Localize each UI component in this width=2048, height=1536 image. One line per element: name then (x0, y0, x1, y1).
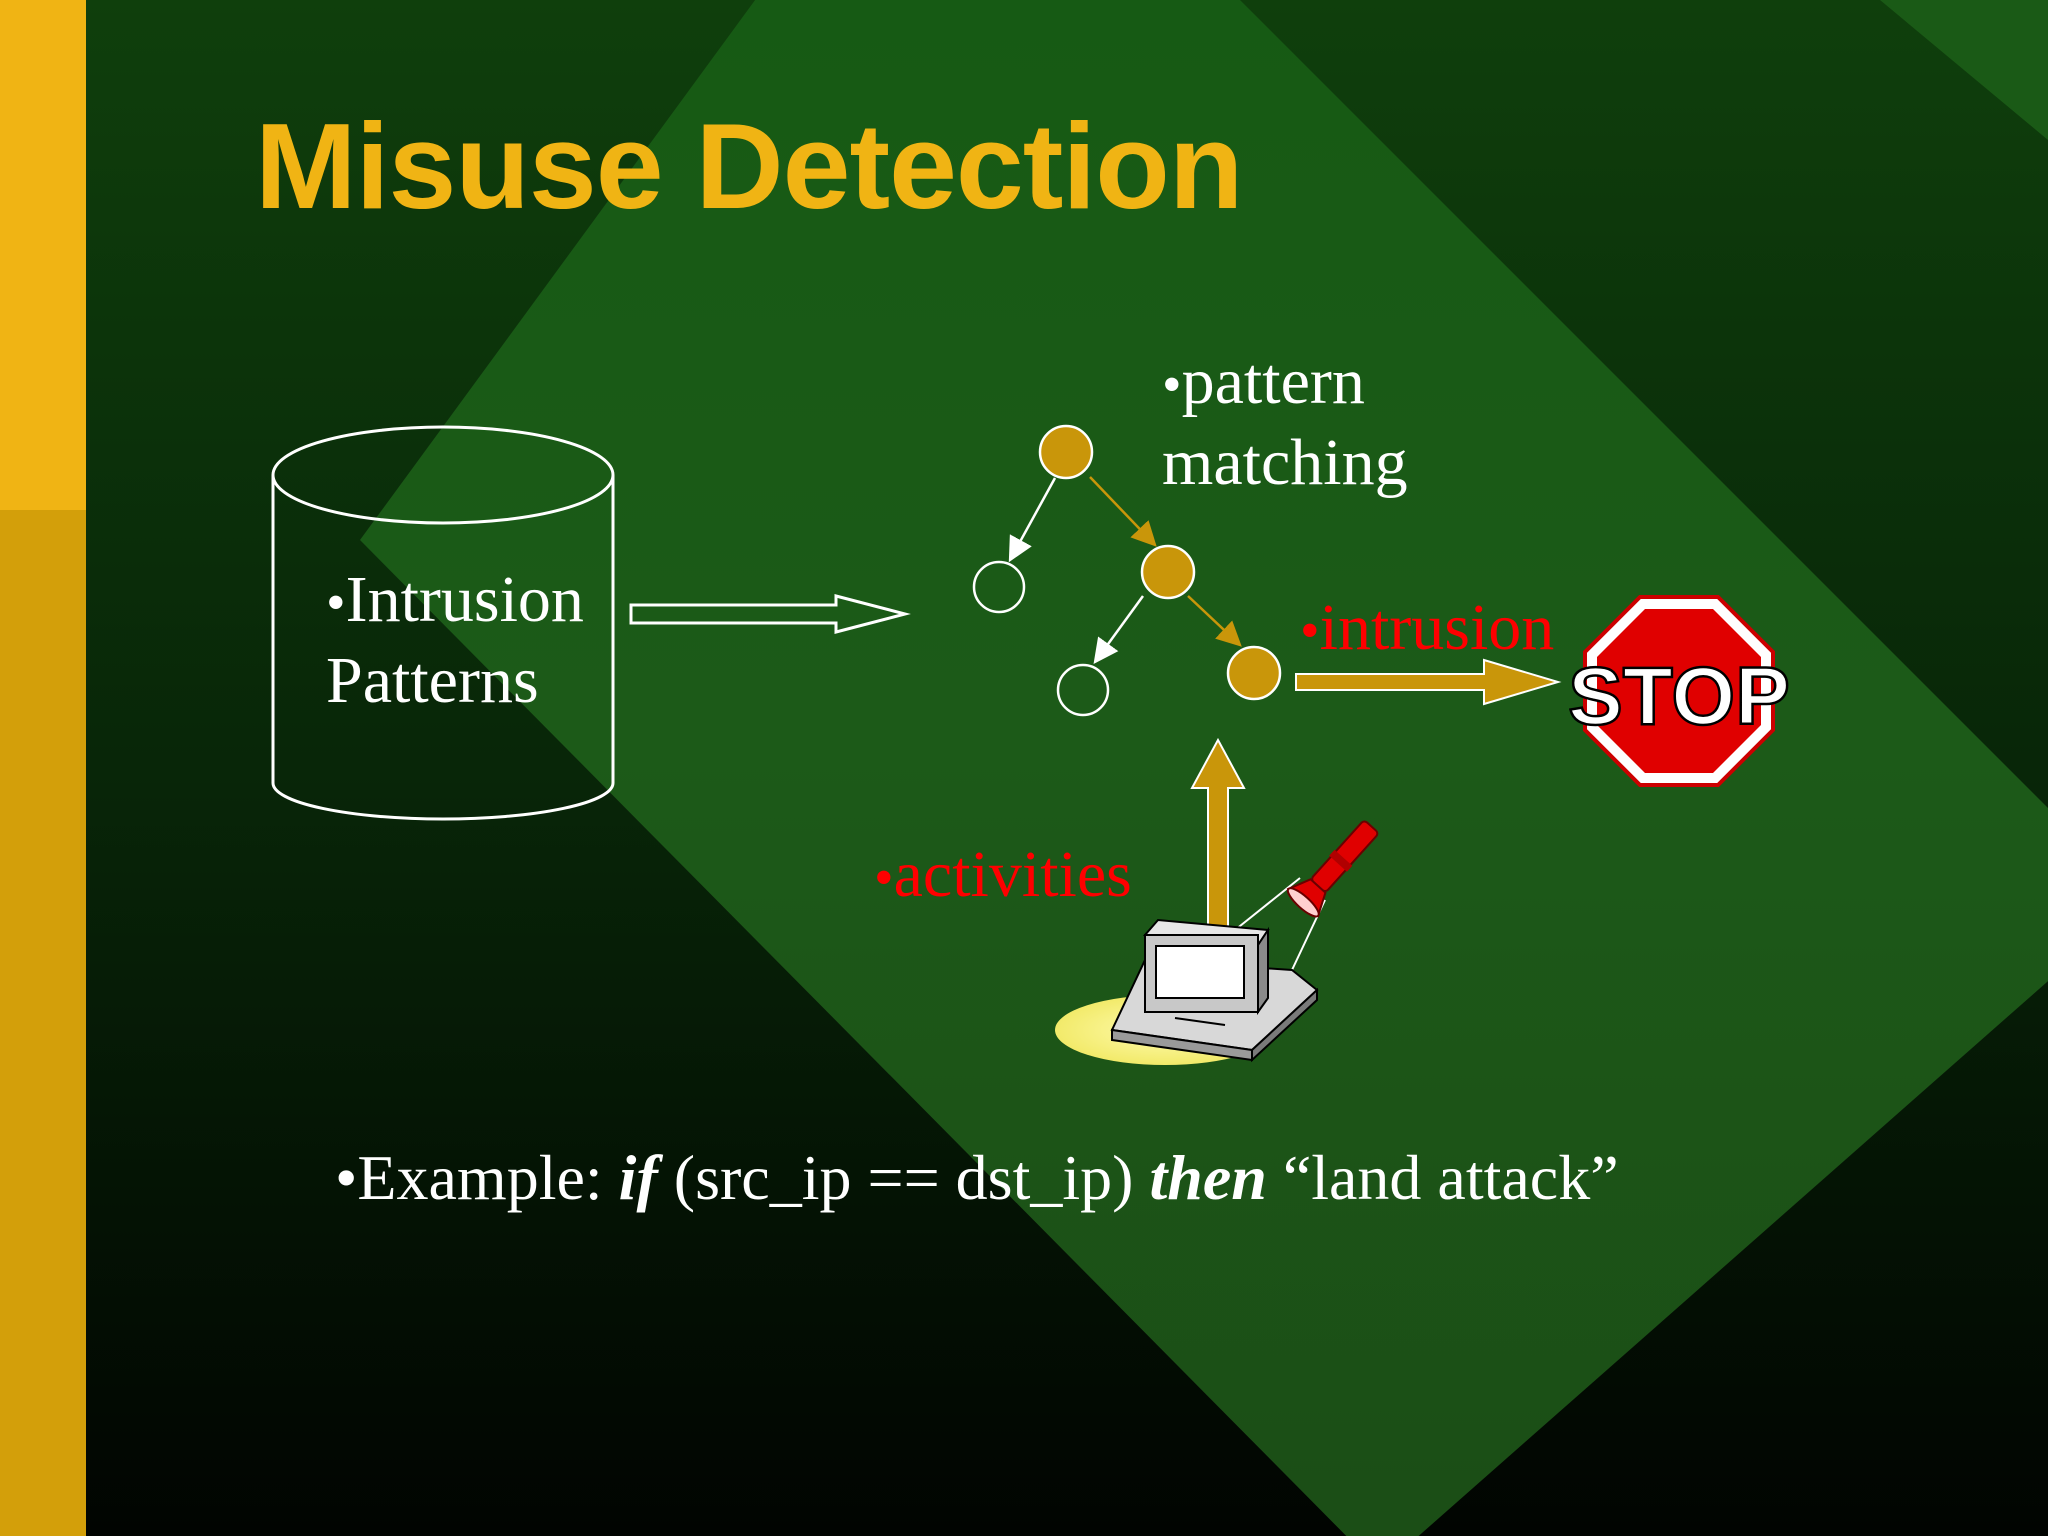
patterns-to-matcher-arrow (629, 594, 911, 634)
example-line: •Example: if (src_ip == dst_ip) then “la… (335, 1142, 1619, 1213)
keyword-then: then (1149, 1142, 1267, 1213)
intrusion-patterns-label: •Intrusion Patterns (326, 560, 584, 721)
keyword-if: if (618, 1142, 658, 1213)
tree-graph-icon (972, 424, 1282, 717)
tree-node (1056, 663, 1110, 717)
tree-edge (1008, 477, 1057, 563)
intrusion-text: intrusion (1319, 591, 1555, 664)
stop-sign-text: STOP (1568, 651, 1790, 742)
bullet: • (1162, 354, 1182, 416)
pattern-matching-label: •pattern matching (1162, 342, 1408, 503)
example-prefix: Example: (357, 1142, 619, 1213)
tree-edge-highlight (1089, 476, 1157, 547)
left-accent-bar-bottom (0, 510, 86, 1536)
tree-node-matched (1226, 645, 1282, 701)
example-condition: (src_ip == dst_ip) (657, 1142, 1150, 1213)
activities-text: activities (893, 838, 1132, 911)
flashlight-icon (1286, 820, 1379, 918)
bullet: • (1300, 600, 1320, 662)
pattern-matching-line1: pattern (1181, 345, 1365, 418)
pattern-matching-line2: matching (1162, 425, 1408, 499)
bullet: • (326, 572, 346, 634)
stop-sign-icon: STOP (1567, 595, 1791, 787)
bullet: • (335, 1142, 358, 1213)
background-corner-shape (1880, 0, 2048, 140)
tree-edge-highlight (1187, 595, 1242, 647)
intrusion-arrow (1295, 658, 1562, 706)
activities-label: •activities (874, 835, 1132, 916)
bullet: • (874, 847, 894, 909)
intrusion-label: •intrusion (1300, 588, 1554, 669)
left-accent-bar-top (0, 0, 86, 510)
tree-node-matched (1140, 544, 1196, 600)
database-cylinder-icon (271, 425, 615, 821)
intrusion-patterns-line2: Patterns (326, 643, 539, 717)
example-result: “land attack” (1266, 1142, 1619, 1213)
activities-arrow (1190, 737, 1246, 929)
intrusion-patterns-line1: Intrusion (345, 563, 584, 636)
computer-icon (1055, 877, 1326, 1065)
tree-node (972, 560, 1026, 614)
tree-node-matched (1038, 424, 1094, 480)
tree-edge (1093, 595, 1145, 665)
slide-title: Misuse Detection (255, 98, 1243, 234)
